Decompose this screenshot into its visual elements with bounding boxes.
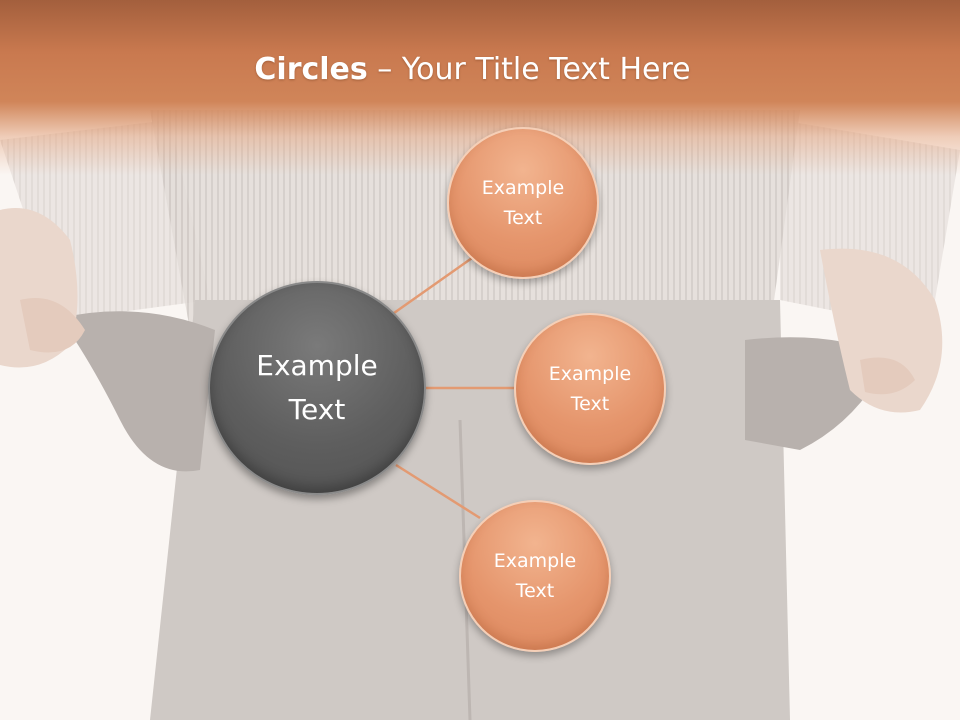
node-bottom-line1: Example [493, 550, 577, 572]
node-circle-bottom-label: Example Text [494, 546, 576, 606]
node-circle-middle[interactable]: Example Text [514, 313, 666, 465]
connector-line-top [393, 256, 473, 315]
center-circle-label: Example Text [256, 344, 377, 432]
node-circle-top[interactable]: Example Text [447, 127, 599, 279]
node-top-line2: Text [503, 207, 543, 229]
node-top-line1: Example [481, 177, 565, 199]
connector-line-bottom [395, 463, 481, 520]
center-circle-line2: Text [288, 393, 346, 426]
title-rest-text: – Your Title Text Here [367, 52, 691, 87]
node-circle-middle-label: Example Text [549, 359, 631, 419]
node-middle-line1: Example [548, 363, 632, 385]
node-bottom-line2: Text [515, 580, 555, 602]
center-circle-line1: Example [256, 349, 378, 382]
node-circle-bottom[interactable]: Example Text [459, 500, 611, 652]
title-bold-text: Circles [254, 52, 368, 87]
center-circle[interactable]: Example Text [208, 281, 426, 495]
node-middle-line2: Text [570, 393, 610, 415]
slide-title: Circles – Your Title Text Here [0, 52, 945, 87]
node-circle-top-label: Example Text [482, 173, 564, 233]
